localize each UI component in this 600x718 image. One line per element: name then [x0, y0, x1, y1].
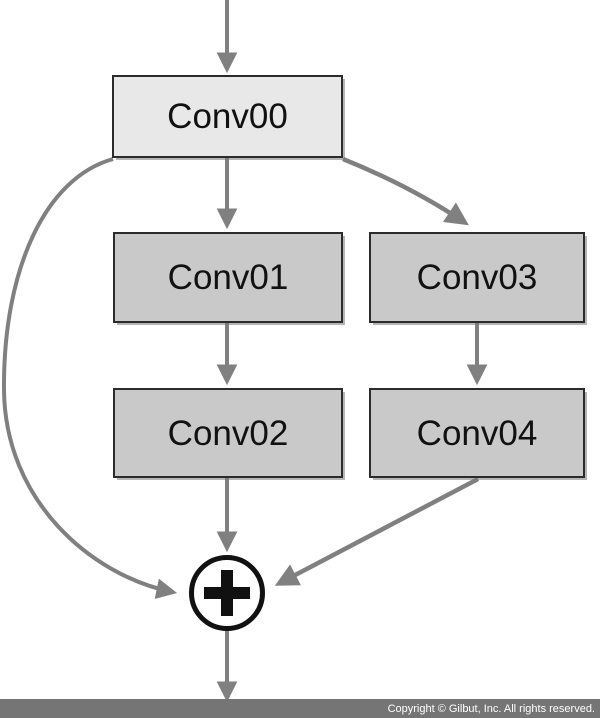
node-conv04[interactable]: Conv04	[369, 388, 585, 478]
node-conv02-label: Conv02	[167, 413, 289, 453]
edge-conv04-to-add	[274, 477, 480, 586]
edge-conv00-to-conv03	[342, 156, 469, 226]
node-conv00[interactable]: Conv00	[112, 75, 343, 158]
node-conv03-label: Conv03	[416, 258, 538, 297]
edge-conv00-to-add-skip	[1, 157, 178, 600]
add-node-plus-vertical	[221, 570, 233, 616]
add-node-circle	[189, 555, 265, 631]
node-conv04-label: Conv04	[416, 413, 538, 453]
node-conv00-label: Conv00	[167, 97, 288, 136]
node-conv02[interactable]: Conv02	[113, 388, 343, 478]
node-conv01[interactable]: Conv01	[113, 232, 343, 323]
plus-icon[interactable]	[189, 555, 265, 631]
node-conv03[interactable]: Conv03	[369, 232, 585, 323]
copyright-text: Copyright © Gilbut, Inc. All rights rese…	[387, 702, 595, 715]
node-conv01-label: Conv01	[167, 258, 289, 297]
footer-bar: Copyright © Gilbut, Inc. All rights rese…	[0, 699, 600, 718]
